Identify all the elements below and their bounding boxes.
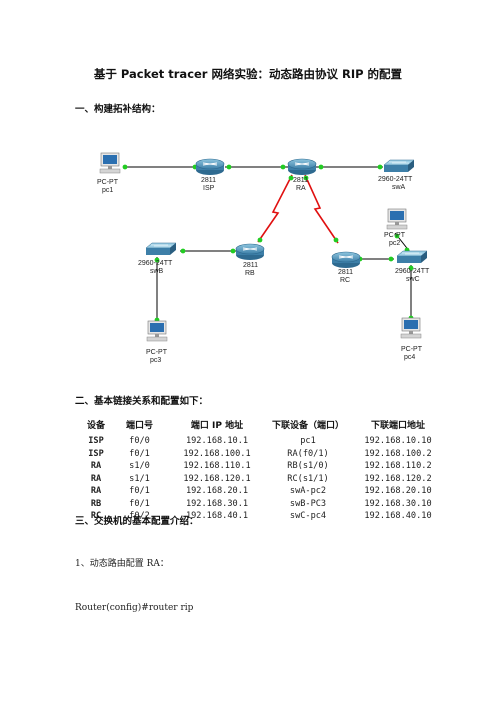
config-table: 设备 端口号 端口 IP 地址 下联设备（端口） 下联端口地址 ISP f0/0 1… xyxy=(80,418,447,523)
rc-router-icon xyxy=(331,251,361,269)
ra-model-label: 2811 xyxy=(293,177,308,184)
cell-port: s1/1 xyxy=(129,473,150,484)
swc-model-label: 2960-24TT xyxy=(395,268,430,275)
cell-downlink-ip: 192.168.40.10 xyxy=(364,511,432,521)
cell-port-ip: 192.168.40.1 xyxy=(185,511,249,521)
cell-port: f0/1 xyxy=(129,498,150,509)
col-header-downlink-ip: 下联端口地址 xyxy=(370,421,425,431)
link-ra-rb-serial xyxy=(257,174,293,243)
paragraph-rip-config: 1、动态路由配置 RA： xyxy=(75,559,169,569)
link-ra-rc-serial xyxy=(304,174,339,244)
pc2-model-label: PC-PT xyxy=(384,232,406,239)
table-row: ISP f0/0 192.168.10.1 pc1 192.168.10.10 xyxy=(80,435,447,448)
swb-name-label: swB xyxy=(150,268,164,275)
ra-router-icon xyxy=(287,158,317,176)
cell-port-ip: 192.168.20.1 xyxy=(185,486,249,496)
cell-downlink-ip: 192.168.120.2 xyxy=(364,473,432,484)
table-row: RB f0/1 192.168.30.1 swB-PC3 192.168.30.10 xyxy=(80,498,447,511)
swc-switch-icon xyxy=(396,250,428,264)
table-row: ISP f0/1 192.168.100.1 RA(f0/1) 192.168.100.… xyxy=(80,448,447,461)
cell-port: f0/0 xyxy=(129,436,150,446)
pc4-icon xyxy=(400,317,422,339)
isp-router-icon xyxy=(195,158,225,176)
pc1-name-label: pc1 xyxy=(102,187,113,194)
cell-device: RC xyxy=(90,511,102,521)
cell-port-ip: 192.168.100.1 xyxy=(183,448,251,459)
pc2-name-label: pc2 xyxy=(389,240,400,247)
cell-device: ISP xyxy=(88,436,104,446)
rc-model-label: 2811 xyxy=(338,269,353,276)
rb-router-icon xyxy=(235,243,265,261)
cell-port-ip: 192.168.10.1 xyxy=(185,436,249,446)
section-switch-heading: 三、交换机的基本配置介绍： xyxy=(75,516,199,527)
cell-downlink-device: swB-PC3 xyxy=(289,498,327,509)
cell-downlink-device: RC(s1/1) xyxy=(287,473,329,484)
pc3-model-label: PC-PT xyxy=(146,349,168,356)
cell-port: f0/2 xyxy=(129,511,150,521)
cell-port-ip: 192.168.30.1 xyxy=(185,498,249,509)
col-header-device: 设备 xyxy=(86,421,105,431)
cell-port: f0/1 xyxy=(129,486,150,496)
swc-name-label: swC xyxy=(406,276,420,283)
page-title: 基于 Packet tracer 网络实验：动态路由协议 RIP 的配置 xyxy=(93,67,403,81)
pc1-model-label: PC-PT xyxy=(97,179,119,186)
cell-downlink-ip: 192.168.10.10 xyxy=(364,436,432,446)
pc3-icon xyxy=(146,320,168,342)
col-header-port-ip: 端口 IP 地址 xyxy=(190,421,244,431)
cell-device: RA xyxy=(90,486,102,496)
cell-device: RB xyxy=(90,498,102,509)
ra-name-label: RA xyxy=(296,185,306,192)
rc-name-label: RC xyxy=(340,277,350,284)
cell-downlink-device: swA-pc2 xyxy=(289,486,327,496)
table-row: RA s1/0 192.168.110.1 RB(s1/0) 192.168.110.2 xyxy=(80,460,447,473)
rb-model-label: 2811 xyxy=(243,262,258,269)
pc3-name-label: pc3 xyxy=(150,357,161,364)
table-row: RA f0/1 192.168.20.1 swA-pc2 192.168.20.10 xyxy=(80,485,447,498)
cell-port: f0/1 xyxy=(129,448,150,459)
cell-downlink-ip: 192.168.20.10 xyxy=(364,486,432,496)
cell-port-ip: 192.168.120.1 xyxy=(183,473,251,484)
pc2-icon xyxy=(386,208,408,230)
col-header-port: 端口号 xyxy=(125,421,153,431)
topology-diagram: PC-PT pc1 2811 ISP 2811 RA 2960-24TT swA… xyxy=(97,152,430,364)
swa-model-label: 2960-24TT xyxy=(378,176,413,183)
swa-name-label: swA xyxy=(392,184,406,191)
swb-switch-icon xyxy=(145,242,177,256)
cell-device: RA xyxy=(90,473,102,484)
section-config-heading: 二、基本链接关系和配置如下： xyxy=(75,396,209,407)
table-row: RC f0/2 192.168.40.1 swC-pc4 192.168.40.10 xyxy=(80,510,447,523)
cell-device: ISP xyxy=(88,448,104,459)
table-header-row: 设备 端口号 端口 IP 地址 下联设备（端口） 下联端口地址 xyxy=(80,418,447,435)
pc4-name-label: pc4 xyxy=(404,354,415,361)
swa-switch-icon xyxy=(383,159,415,173)
cell-downlink-device: RB(s1/0) xyxy=(287,461,329,471)
isp-name-label: ISP xyxy=(203,185,215,192)
pc1-icon xyxy=(99,152,121,174)
rb-name-label: RB xyxy=(245,270,255,277)
cell-downlink-device: swC-pc4 xyxy=(289,511,327,521)
cell-downlink-device: pc1 xyxy=(300,436,316,446)
pc4-model-label: PC-PT xyxy=(401,346,423,353)
col-header-downlink-device: 下联设备（端口） xyxy=(271,421,344,431)
isp-model-label: 2811 xyxy=(201,177,216,184)
cell-port-ip: 192.168.110.1 xyxy=(183,461,251,471)
cell-downlink-ip: 192.168.100.2 xyxy=(364,448,432,459)
cell-port: s1/0 xyxy=(129,461,150,471)
cell-downlink-ip: 192.168.110.2 xyxy=(364,461,432,471)
cell-device: RA xyxy=(90,461,102,471)
paragraph-router-rip: Router(config)#router rip xyxy=(75,603,194,613)
cell-downlink-ip: 192.168.30.10 xyxy=(364,498,432,509)
swb-model-label: 2960-24TT xyxy=(138,260,173,267)
section-topology-heading: 一、构建拓补结构： xyxy=(75,104,161,115)
table-row: RA s1/1 192.168.120.1 RC(s1/1) 192.168.120.2 xyxy=(80,473,447,486)
cell-downlink-device: RA(f0/1) xyxy=(287,448,329,459)
